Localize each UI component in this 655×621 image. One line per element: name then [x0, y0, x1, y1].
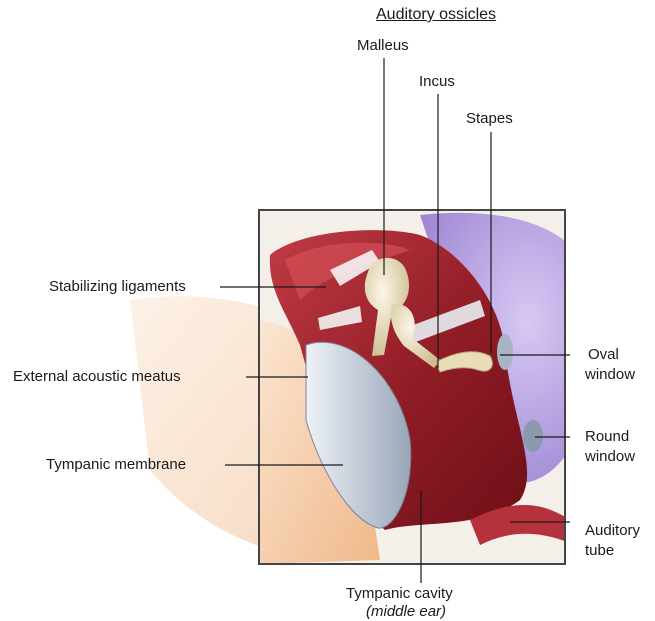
oval-window [497, 334, 513, 370]
label-malleus: Malleus [357, 37, 409, 55]
label-tympanic-membrane: Tympanic membrane [46, 456, 186, 474]
label-external-acoustic-meatus: External acoustic meatus [13, 368, 181, 386]
label-oval-window-line1: Oval [588, 346, 619, 364]
label-oval-window-line2: window [585, 366, 635, 384]
label-incus: Incus [419, 73, 455, 91]
round-window [523, 420, 543, 452]
label-stabilizing-ligaments: Stabilizing ligaments [49, 278, 186, 296]
label-tympanic-cavity-line2: (middle ear) [366, 603, 446, 621]
label-round-window-line2: window [585, 448, 635, 466]
title-auditory-ossicles: Auditory ossicles [376, 6, 496, 24]
label-auditory-tube-line1: Auditory [585, 522, 640, 540]
label-tympanic-cavity-line1: Tympanic cavity [346, 585, 453, 603]
label-round-window-line1: Round [585, 428, 629, 446]
label-auditory-tube-line2: tube [585, 542, 614, 560]
label-stapes: Stapes [466, 110, 513, 128]
